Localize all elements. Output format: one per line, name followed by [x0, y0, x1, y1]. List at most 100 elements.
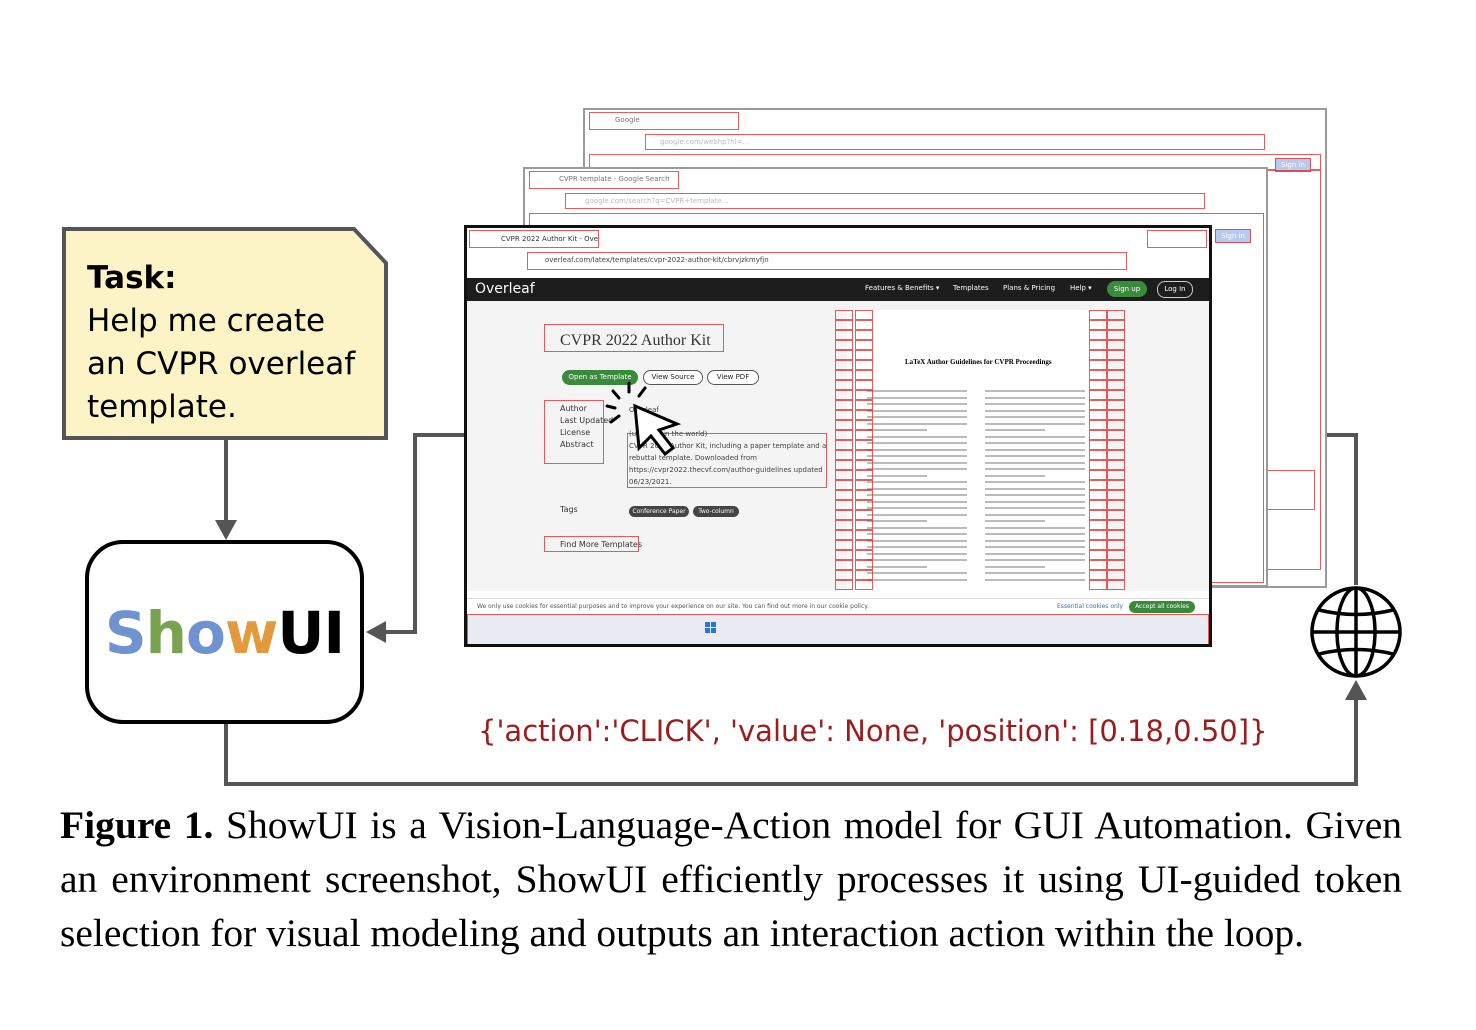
- ui-token-box: [1107, 500, 1125, 510]
- task-note: Task: Help me create an CVPR overleaf te…: [62, 227, 388, 440]
- paper-text-line: [867, 572, 967, 574]
- paper-text-line: [985, 559, 1085, 561]
- meta-value: (updated in the world): [629, 430, 708, 438]
- ui-token-box: [835, 370, 853, 380]
- ui-token-box: [1107, 370, 1125, 380]
- ui-token-box: [855, 310, 873, 320]
- ui-token-box: [855, 330, 873, 340]
- paper-text-line: [867, 403, 967, 405]
- ui-token-box: [1089, 470, 1107, 480]
- ui-token-box: [835, 450, 853, 460]
- ui-token-box: [1107, 420, 1125, 430]
- ui-token-box: [1089, 520, 1107, 530]
- paper-text-line: [867, 533, 967, 535]
- windows-taskbar: [467, 614, 1209, 644]
- task-line: an CVPR overleaf: [87, 346, 356, 382]
- nav-features[interactable]: Features & Benefits ▾: [865, 284, 940, 292]
- paper-text-line: [985, 520, 1045, 522]
- url-text: overleaf.com/latex/templates/cvpr-2022-a…: [545, 256, 769, 264]
- logo-letter: w: [224, 599, 279, 667]
- ui-token-box: [1107, 530, 1125, 540]
- ui-token-box: [1107, 380, 1125, 390]
- paper-text-line: [985, 455, 1085, 457]
- ui-token-box: [1089, 570, 1107, 580]
- view-source-button[interactable]: View Source: [643, 370, 703, 385]
- tags-label: Tags: [560, 505, 578, 514]
- windows-start-icon[interactable]: [705, 622, 717, 634]
- ui-token-box: [1089, 430, 1107, 440]
- ui-token-box: [835, 580, 853, 590]
- open-template-button[interactable]: Open as Template: [562, 370, 638, 385]
- nav-pricing[interactable]: Plans & Pricing: [1003, 284, 1056, 292]
- accept-cookies-button[interactable]: Accept all cookies: [1129, 601, 1195, 613]
- tag-chip[interactable]: Two-column: [693, 506, 739, 517]
- paper-text-line: [985, 461, 1085, 464]
- ui-token-box: [1089, 400, 1107, 410]
- essential-cookies-link[interactable]: Essential cookies only: [1057, 603, 1124, 610]
- ui-token-box: [1089, 450, 1107, 460]
- ui-token-box: [1089, 500, 1107, 510]
- ui-token-box: [1089, 550, 1107, 560]
- view-pdf-button[interactable]: View PDF: [707, 370, 759, 385]
- paper-text-line: [985, 390, 1085, 392]
- tag-chip[interactable]: Conference Paper: [629, 506, 689, 517]
- paper-text-line: [985, 494, 1085, 496]
- paper-text-line: [867, 578, 967, 581]
- ui-token-box: [1107, 340, 1125, 350]
- ui-token-box: [1107, 540, 1125, 550]
- ui-token-box: [1089, 460, 1107, 470]
- meta-value: CVPR 2022 Author Kit, including a paper …: [629, 442, 827, 486]
- paper-text-line: [985, 513, 1085, 516]
- globe-icon: [1310, 586, 1402, 678]
- paper-text-line: [985, 533, 1085, 535]
- ui-token-box: [1107, 360, 1125, 370]
- paper-text-line: [985, 474, 1045, 477]
- ui-token-box: [855, 400, 873, 410]
- paper-text-line: [985, 409, 1085, 412]
- ui-token-box: [835, 380, 853, 390]
- task-title: Task:: [87, 260, 177, 296]
- overleaf-logo: Overleaf: [475, 281, 535, 297]
- ui-token-box: [835, 560, 853, 570]
- signup-button[interactable]: Sign up: [1107, 281, 1147, 297]
- logo-letter: o: [185, 599, 226, 667]
- ui-token-box: [855, 410, 873, 420]
- ui-token-box: [835, 540, 853, 550]
- nav-templates[interactable]: Templates: [953, 284, 989, 292]
- find-more-link[interactable]: Find More Templates: [560, 540, 642, 549]
- ui-token-box: [1089, 540, 1107, 550]
- ui-token-box: [1089, 360, 1107, 370]
- signin-button[interactable]: Sign in: [1281, 161, 1305, 169]
- paper-text-line: [867, 507, 967, 509]
- url-text: google.com/webhp?hl=...: [660, 138, 750, 146]
- paper-text-line: [867, 520, 927, 522]
- ui-token-box: [1107, 520, 1125, 530]
- tab-label: CVPR 2022 Author Kit - Ove: [501, 235, 599, 243]
- paper-text-line: [867, 500, 967, 503]
- ui-token-box: [1107, 550, 1125, 560]
- ui-token-box: [1107, 450, 1125, 460]
- ui-token-box: [1089, 440, 1107, 450]
- ui-token-box: [855, 500, 873, 510]
- ui-token-box: [1107, 570, 1125, 580]
- paper-text-line: [985, 481, 1085, 483]
- template-title: CVPR 2022 Author Kit: [560, 332, 711, 349]
- ui-token-box: [835, 420, 853, 430]
- paper-text-line: [985, 565, 1045, 568]
- signin-button[interactable]: Sign in: [1221, 232, 1245, 240]
- action-loop-arrow: [224, 698, 1358, 786]
- ui-token-box: [855, 480, 873, 490]
- ui-token-box: [855, 580, 873, 590]
- caption-text: ShowUI is a Vision-Language-Action model…: [60, 803, 1402, 955]
- paper-text-line: [867, 526, 967, 529]
- showui-model-box: ShowUI: [85, 540, 364, 724]
- ui-token-box: [1089, 370, 1107, 380]
- ui-token-box: [855, 430, 873, 440]
- login-button[interactable]: Log In: [1157, 281, 1193, 298]
- ui-token-box: [1107, 330, 1125, 340]
- paper-text-line: [867, 539, 967, 542]
- ui-token-box: [1089, 480, 1107, 490]
- ui-token-box: [835, 320, 853, 330]
- nav-help[interactable]: Help ▾: [1070, 284, 1092, 292]
